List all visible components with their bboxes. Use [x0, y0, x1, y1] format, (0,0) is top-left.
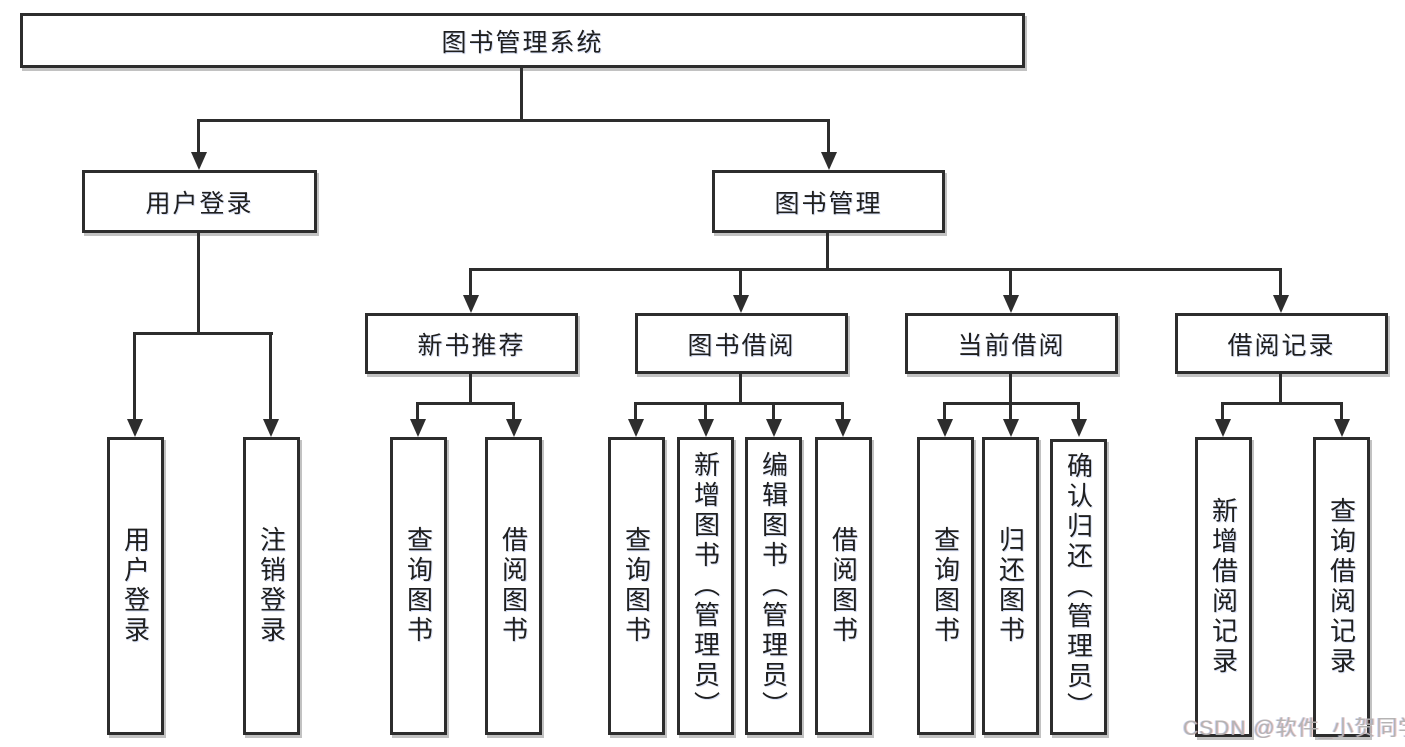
- arrow-down-icon: [1273, 295, 1289, 313]
- arrow-down-icon: [1334, 419, 1350, 437]
- leaf-user-login: 用户登录: [107, 437, 164, 735]
- node-book-borrowing: 图书借阅: [635, 313, 848, 374]
- leaf-recommend-borrow-books: 借阅图书: [485, 437, 542, 735]
- connector-drop: [197, 119, 200, 155]
- connector-drop: [1077, 402, 1080, 422]
- arrow-down-icon: [191, 152, 207, 170]
- connector-rail-level2: [197, 119, 830, 122]
- connector-drop: [841, 402, 844, 422]
- connector-drop: [133, 332, 136, 422]
- leaf-borrowing-borrow-books: 借阅图书: [815, 437, 872, 735]
- connector-stem: [1279, 374, 1282, 405]
- leaf-return-books: 归还图书: [982, 437, 1039, 735]
- connector-rail-level3: [469, 268, 1282, 271]
- leaf-logout-login: 注销登录: [243, 437, 300, 735]
- connector-rail: [1221, 402, 1343, 405]
- connector-drop: [512, 402, 515, 422]
- arrow-down-icon: [506, 419, 522, 437]
- arrow-down-icon: [628, 419, 644, 437]
- connector-drop: [416, 402, 419, 422]
- arrow-down-icon: [937, 419, 953, 437]
- csdn-watermark: CSDN @软件_小贺同学: [1183, 717, 1405, 740]
- connector-stem: [469, 374, 472, 405]
- leaf-edit-book-admin: 编辑图书（管理员）: [745, 437, 802, 735]
- connector-drop: [1221, 402, 1224, 422]
- connector-stem: [739, 374, 742, 405]
- connector-drop: [704, 402, 707, 422]
- connector-drop: [634, 402, 637, 422]
- connector-drop: [269, 332, 272, 422]
- connector-bookmgmt-stem: [826, 231, 829, 271]
- connector-rail: [416, 402, 515, 405]
- leaf-add-book-admin: 新增图书（管理员）: [677, 437, 734, 735]
- leaf-borrowing-query-books: 查询图书: [608, 437, 665, 735]
- connector-drop: [739, 268, 742, 300]
- node-user-login: 用户登录: [82, 170, 317, 233]
- node-borrowing-records: 借阅记录: [1175, 313, 1388, 374]
- arrow-down-icon: [1071, 419, 1087, 437]
- leaf-query-borrow-record: 查询借阅记录: [1313, 437, 1370, 737]
- connector-drop: [827, 119, 830, 155]
- arrow-down-icon: [733, 295, 749, 313]
- arrow-down-icon: [766, 419, 782, 437]
- connector-drop: [772, 402, 775, 422]
- arrow-down-icon: [698, 419, 714, 437]
- arrow-down-icon: [1215, 419, 1231, 437]
- leaf-current-query-books: 查询图书: [917, 437, 974, 735]
- leaf-add-borrow-record: 新增借阅记录: [1195, 437, 1252, 737]
- connector-rail: [634, 402, 844, 405]
- connector-drop: [1340, 402, 1343, 422]
- arrow-down-icon: [127, 419, 143, 437]
- arrow-down-icon: [835, 419, 851, 437]
- connector-userlogin-stem: [197, 231, 200, 335]
- connector-drop: [469, 268, 472, 300]
- connector-drop: [943, 402, 946, 422]
- arrow-down-icon: [1003, 295, 1019, 313]
- arrow-down-icon: [410, 419, 426, 437]
- arrow-down-icon: [263, 419, 279, 437]
- connector-root-stem: [520, 68, 523, 122]
- node-current-borrowing: 当前借阅: [905, 313, 1118, 374]
- leaf-recommend-query-books: 查询图书: [390, 437, 447, 735]
- arrow-down-icon: [821, 152, 837, 170]
- arrow-down-icon: [1003, 419, 1019, 437]
- node-library-system: 图书管理系统: [20, 13, 1025, 68]
- node-book-management: 图书管理: [712, 170, 945, 233]
- arrow-down-icon: [463, 295, 479, 313]
- connector-drop: [1279, 268, 1282, 300]
- connector-drop: [1009, 268, 1012, 300]
- connector-rail-userlogin: [133, 332, 273, 335]
- leaf-confirm-return-admin: 确认归还（管理员）: [1050, 439, 1107, 735]
- connector-stem: [1009, 374, 1012, 405]
- connector-drop: [1009, 402, 1012, 422]
- node-new-book-recommend: 新书推荐: [365, 313, 578, 374]
